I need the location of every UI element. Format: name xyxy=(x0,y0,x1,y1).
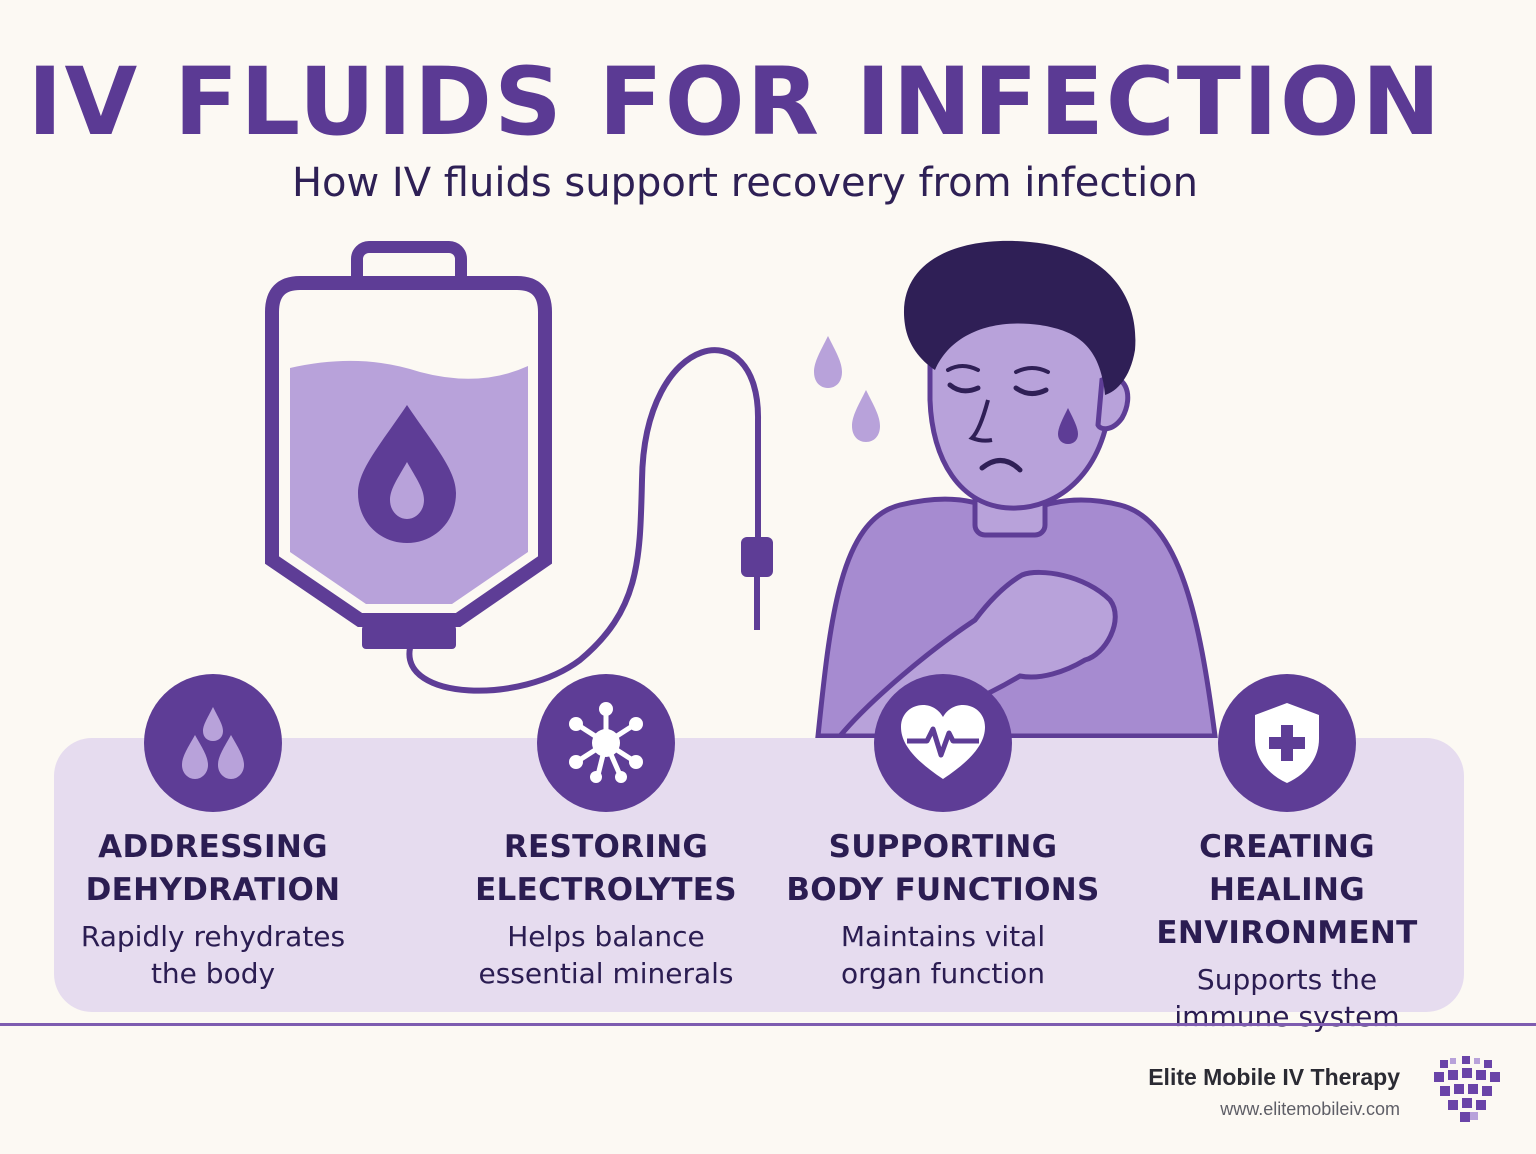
feature-dehydration: ADDRESSING DEHYDRATION Rapidly rehydrate… xyxy=(43,674,383,992)
feature-badge xyxy=(144,674,282,812)
feature-description: Maintains vital organ function xyxy=(840,920,1046,990)
page-title: IV FLUIDS FOR INFECTION xyxy=(27,48,1443,157)
brand-logo-icon xyxy=(1434,1056,1500,1122)
feature-badge xyxy=(874,674,1012,812)
brand-url: www.elitemobileiv.com xyxy=(1220,1099,1400,1119)
sweat-drops-icon xyxy=(814,336,880,442)
water-drops-icon xyxy=(182,707,244,779)
feature-title: SUPPORTING BODY FUNCTIONS xyxy=(786,829,1100,908)
iv-bag-icon xyxy=(265,241,773,694)
molecule-icon xyxy=(569,702,643,783)
page-subtitle: How IV fluids support recovery from infe… xyxy=(291,160,1199,206)
features-panel xyxy=(54,738,1464,1012)
shield-cross-icon xyxy=(1255,703,1319,783)
feature-electrolytes: RESTORING ELECTROLYTES Helps balance ess… xyxy=(436,674,776,992)
brand-name: Elite Mobile IV Therapy xyxy=(1148,1064,1400,1090)
heart-pulse-icon xyxy=(901,705,985,779)
feature-title: CREATING HEALING ENVIRONMENT xyxy=(1156,829,1418,951)
feature-description: Supports the immune system xyxy=(1174,963,1400,1033)
feature-description: Rapidly rehydrates the body xyxy=(80,920,346,990)
feature-body-functions: SUPPORTING BODY FUNCTIONS Maintains vita… xyxy=(773,674,1113,992)
feature-title: RESTORING ELECTROLYTES xyxy=(475,829,737,908)
feature-badge xyxy=(1218,674,1356,812)
footer-divider xyxy=(0,1023,1536,1026)
sick-person-icon xyxy=(815,240,1218,739)
illustration xyxy=(265,240,1218,739)
feature-badge xyxy=(537,674,675,812)
feature-healing-environment: CREATING HEALING ENVIRONMENT Supports th… xyxy=(1117,674,1457,1035)
feature-title: ADDRESSING DEHYDRATION xyxy=(85,829,341,908)
feature-description: Helps balance essential minerals xyxy=(478,920,734,990)
